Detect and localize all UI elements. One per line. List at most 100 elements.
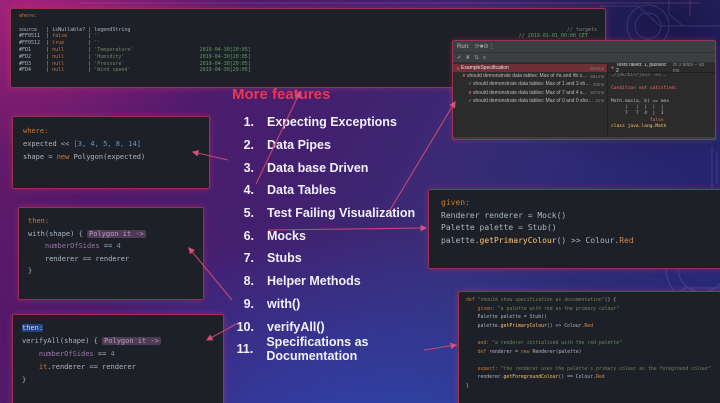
code-line-left: #FD4 | null | 'Wind speed' 2019-04-30[20… bbox=[19, 67, 251, 74]
code-line-left: #FF0512 | true | '' bbox=[19, 40, 100, 47]
code-line-left: numberOfSides == 4 bbox=[28, 240, 121, 253]
test-tree-row[interactable]: ✔should demonstrate data tables: Max of … bbox=[453, 97, 607, 105]
test-passed-icon: ✔ bbox=[468, 97, 472, 103]
code-token: "the renderer uses the palette's primary… bbox=[500, 366, 712, 372]
code-token: renderer = bbox=[489, 349, 521, 355]
code-token: () >> Colour. bbox=[546, 323, 585, 329]
code-token: #FD3 | bbox=[19, 60, 53, 67]
code-line: given: bbox=[441, 197, 720, 210]
code-token: == bbox=[93, 350, 111, 358]
code-line bbox=[466, 357, 720, 366]
code-token: 2019-04-30[20:05] bbox=[199, 46, 251, 53]
code-line-left: shape = new Polygon(expected) bbox=[23, 151, 145, 164]
code-line-left: numberOfSides == 4 bbox=[22, 348, 115, 361]
code-line: verifyAll(shape) { Polygon it -> bbox=[22, 335, 214, 348]
code-line: def "should show specification as docume… bbox=[466, 297, 720, 306]
failed-status-icon: ● bbox=[611, 64, 615, 71]
test-time: 2ms bbox=[595, 98, 604, 104]
code-token: 4 bbox=[110, 350, 115, 358]
feature-label: Data base Driven bbox=[267, 160, 369, 175]
code-token: Polygon(expected) bbox=[73, 153, 146, 161]
code-token: new bbox=[520, 349, 533, 355]
code-line-left: palette.getPrimaryColour() >> Colour.Red bbox=[466, 323, 594, 332]
feature-item: 11.Specifications as Documentation bbox=[228, 335, 458, 364]
code-token: } bbox=[22, 376, 27, 384]
features-title: More features bbox=[232, 86, 331, 103]
code-line-left: and: "a renderer initialised with the re… bbox=[466, 340, 622, 349]
code-token: expected << bbox=[23, 140, 74, 148]
test-name: should demonstrate data tables: Max of 0… bbox=[473, 97, 594, 104]
test-tree-row[interactable]: ✘should demonstrate data tables: Max of … bbox=[453, 89, 607, 97]
test-time: 32ms bbox=[592, 81, 604, 87]
feature-item: 9.with() bbox=[228, 293, 458, 316]
code-token: '' bbox=[94, 33, 101, 40]
code-token: #FD1 | bbox=[19, 46, 53, 53]
feature-label: with() bbox=[267, 296, 301, 311]
code-line-left bbox=[466, 331, 469, 340]
code-token: expect: bbox=[477, 366, 501, 372]
feature-label: Specifications as Documentation bbox=[266, 335, 369, 364]
feature-label: Mocks bbox=[267, 228, 306, 243]
sort-icon[interactable]: ⇅ bbox=[474, 54, 479, 61]
code-line bbox=[466, 331, 720, 340]
console-line: Math.max(a, b) == max bbox=[611, 98, 670, 104]
test-runner-toolbar: ✔✘⇅≡ bbox=[453, 53, 715, 63]
test-tree-row[interactable]: ✔should demonstrate data tables: Max of … bbox=[453, 80, 607, 88]
feature-number: 2. bbox=[243, 138, 254, 153]
code-line: } bbox=[22, 374, 214, 387]
code-token: Polygon it -> bbox=[102, 337, 161, 345]
settings-icon[interactable]: ⚙ bbox=[483, 44, 489, 50]
code-token bbox=[466, 350, 478, 355]
code-token: with(shape) { bbox=[28, 229, 88, 238]
code-line-left: with(shape) { Polygon it -> bbox=[28, 228, 146, 241]
run-tab[interactable]: Run: bbox=[457, 43, 470, 50]
code-line: and: "a renderer initialised with the re… bbox=[466, 340, 720, 349]
features-list: More features 1.Expecting Exceptions 2. Da… bbox=[228, 86, 458, 364]
code-token: null bbox=[52, 46, 65, 53]
code-token: 2019-04-30[20:05] bbox=[199, 53, 251, 60]
code-token: // targets bbox=[566, 26, 597, 33]
code-line-left: } bbox=[28, 265, 32, 278]
code-token: source | isNullable? | legendString bbox=[19, 26, 131, 33]
code-line: renderer.getForegroundColour() == Colour… bbox=[466, 374, 720, 383]
code-line-left: #FF0511 | false | '' bbox=[19, 33, 100, 40]
more-icon[interactable]: ⋮ bbox=[488, 44, 495, 50]
history-icon[interactable]: ≡ bbox=[482, 54, 487, 61]
show-failed-icon[interactable]: ✘ bbox=[465, 54, 471, 61]
code-token: Red bbox=[619, 235, 634, 245]
code-line-left: then: bbox=[22, 322, 44, 335]
stop-icon[interactable]: ■ bbox=[479, 44, 484, 50]
code-token: "a renderer initialised with the red pal… bbox=[492, 340, 622, 346]
code-line: source | isNullable? | legendString // ta… bbox=[19, 27, 597, 34]
code-line-left: #FD1 | null | 'Temperature' 2019-04-30[2… bbox=[19, 47, 251, 54]
code-token bbox=[19, 20, 22, 26]
code-token: palette. bbox=[441, 235, 480, 245]
code-token: .renderer == renderer bbox=[47, 363, 136, 371]
code-box-verifyall: then:verifyAll(shape) { Polygon it -> nu… bbox=[12, 314, 224, 403]
code-token: 2019-04-30[20:05] bbox=[199, 67, 251, 74]
code-line: expected << [3, 4, 5, 8, 14] bbox=[23, 138, 199, 151]
code-token bbox=[22, 350, 39, 358]
code-box-spec-documentation: def "should show specification as docume… bbox=[458, 291, 720, 403]
feature-number: 7. bbox=[243, 251, 254, 266]
test-name: should demonstrate data tables: Max of #… bbox=[467, 73, 588, 80]
test-tree-row[interactable]: ✘should demonstrate data tables: Max of … bbox=[453, 72, 607, 80]
code-token bbox=[28, 242, 45, 250]
summary-meta: of 3 tests – 98 ms bbox=[672, 63, 705, 74]
code-line: def renderer = new Renderer(palette) bbox=[466, 349, 720, 358]
console-line: | | | | | bbox=[611, 105, 664, 111]
summary-text: Tests failed: 1, passed: 2 bbox=[616, 63, 667, 74]
code-token bbox=[22, 363, 39, 371]
code-token: Red bbox=[595, 375, 605, 381]
code-box-data-pipes: where:expected << [3, 4, 5, 8, 14]shape … bbox=[12, 116, 210, 189]
show-passed-icon[interactable]: ✔ bbox=[457, 54, 462, 61]
rerun-icon[interactable]: ⟳ bbox=[474, 44, 480, 50]
code-box-with: then:with(shape) { Polygon it -> numberO… bbox=[18, 207, 204, 300]
test-console: …/jdk/bin/java -ea … Condition not satis… bbox=[608, 73, 715, 131]
feature-item: 1.Expecting Exceptions bbox=[228, 111, 458, 134]
code-line: where: bbox=[23, 125, 199, 138]
code-token: getForegroundColour bbox=[503, 375, 559, 381]
